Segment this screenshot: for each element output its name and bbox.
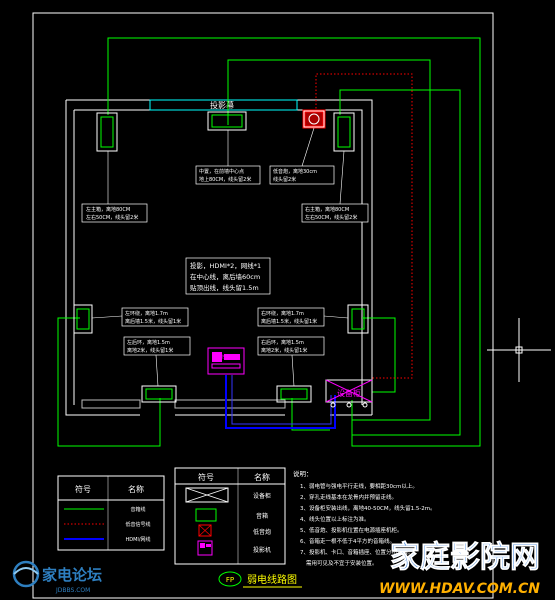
annotation-center: 中置，在前墙中心点 地上80CM，线头留2米 (195, 165, 261, 185)
legend-symbol-sub: 低音炮 (253, 528, 271, 536)
svg-text:5、低音炮、投影机位置在电源插座机柜。: 5、低音炮、投影机位置在电源插座机柜。 (300, 526, 403, 534)
speaker-surround-right (347, 304, 369, 334)
watermark-right-brand: 家庭影院网 (390, 540, 540, 575)
svg-text:投影，HDMI*2，网线*1: 投影，HDMI*2，网线*1 (190, 261, 261, 270)
drawing-title: FP 弱电线路图 (218, 571, 302, 588)
annotation-front-right: 右主箱，离地80CM 左右50CM，线头留2米 (301, 203, 369, 223)
svg-text:离地2米，线头留1米: 离地2米，线头留1米 (261, 347, 307, 354)
hdmi-network-cable (225, 375, 336, 429)
leader-lines (91, 127, 349, 387)
projector-box-label: 投影机 (222, 353, 234, 359)
legend-line-sub: 低音信号线 (125, 521, 150, 528)
legend-lines: 符号 名称 音箱线 低音信号线 HDMI/网线 (57, 475, 165, 551)
svg-text:左环绕，离地1.7m: 左环绕，离地1.7m (125, 310, 168, 317)
svg-text:离地2米，线头留1米: 离地2米，线头留1米 (127, 347, 173, 354)
svg-text:名称: 名称 (128, 484, 144, 494)
annotation-projector: 投影，HDMI*2，网线*1 在中心线，离后墙60cm 贴顶出线，线头留1.5m (185, 257, 271, 295)
drawing-frame (32, 12, 494, 599)
annotation-subwoofer: 低音炮，离地30cm 线头留2米 (269, 165, 335, 185)
room-walls (65, 99, 373, 416)
speaker-surround-left (73, 304, 93, 334)
svg-text:3、设备柜安装出线，离地40-50CM，线头留1.5-2m。: 3、设备柜安装出线，离地40-50CM，线头留1.5-2m。 (300, 504, 436, 512)
speaker-front-right (333, 112, 355, 152)
watermark-left: 家电论坛 JDBBS.COM (12, 560, 102, 594)
screen-label: 投影幕 (210, 100, 234, 110)
equipment-rack-label: 设备柜 (337, 388, 361, 398)
annotation-surround-left: 左环绕，离地1.7m 离后墙1.5米，线头留1米 (121, 307, 189, 327)
speaker-center (207, 111, 247, 131)
svg-text:右后环，离地1.5m: 右后环，离地1.5m (261, 339, 304, 346)
legend-symbol-rack: 设备柜 (253, 492, 271, 500)
svg-text:低音炮，离地30cm: 低音炮，离地30cm (273, 168, 317, 175)
svg-text:右环绕，离地1.7m: 右环绕，离地1.7m (261, 310, 304, 317)
svg-text:左后环，离地1.5m: 左后环，离地1.5m (127, 339, 170, 346)
title-tag: FP (226, 576, 234, 584)
watermark-right: 家庭影院网 WWW.HDAV.COM.CN (379, 540, 540, 597)
watermark-left-url: JDBBS.COM (55, 587, 90, 594)
annotation-front-left: 左主箱，离地80CM 左右50CM，线头留2米 (81, 203, 148, 223)
watermark-left-brand: 家电论坛 (42, 566, 102, 584)
hdmi-network-cable-secondary (231, 375, 332, 425)
watermark-right-url: WWW.HDAV.COM.CN (379, 581, 540, 597)
svg-text:左右50CM，线头留2米: 左右50CM，线头留2米 (305, 214, 357, 221)
projector-icon (207, 347, 245, 375)
svg-text:说明：: 说明： (293, 469, 313, 478)
svg-text:符号: 符号 (75, 484, 91, 494)
annotation-back-right: 右后环，离地1.5m 离地2米，线头留1米 (257, 336, 325, 356)
legend-symbol-speaker: 音箱 (256, 512, 268, 520)
svg-text:贴顶出线，线头留1.5m: 贴顶出线，线头留1.5m (190, 283, 259, 292)
speaker-front-left (96, 112, 118, 152)
projection-screen (149, 99, 298, 111)
svg-text:中置，在前墙中心点: 中置，在前墙中心点 (199, 168, 244, 175)
svg-text:左主箱，离地80CM: 左主箱，离地80CM (86, 206, 130, 213)
legend-symbol-projector: 投影机 (253, 546, 271, 554)
notes: 说明： 1、弱电管与强电平行走线，要相距30cm以上。 2、穿孔走线基本在龙骨内… (293, 469, 436, 567)
speaker-cables (57, 37, 481, 447)
svg-text:离后墙1.5米，线头留1米: 离后墙1.5米，线头留1米 (261, 318, 317, 325)
legend-symbols: 符号 名称 设备柜 音箱 低音炮 投影机 (174, 467, 286, 565)
svg-text:7、投影机、卡口、音箱插座、位置分布走线。: 7、投影机、卡口、音箱插座、位置分布走线。 (300, 548, 414, 556)
legend-line-hdmi: HDMI/网线 (125, 536, 150, 543)
annotation-surround-right: 右环绕，离地1.7m 离后墙1.5米，线头留1米 (257, 307, 325, 327)
annotation-back-left: 左后环，离地1.5m 离地2米，线头留1米 (123, 336, 191, 356)
svg-text:名称: 名称 (254, 472, 270, 482)
page-title: 弱电线路图 (247, 573, 297, 586)
svg-text:右主箱，离地80CM: 右主箱，离地80CM (305, 206, 349, 213)
crosshair-cursor-icon (487, 318, 551, 382)
svg-text:符号: 符号 (198, 472, 214, 482)
svg-text:4、线头位置以上标注为准。: 4、线头位置以上标注为准。 (300, 515, 370, 523)
subwoofer-signal-line (315, 73, 413, 379)
svg-text:地上80CM，线头留2米: 地上80CM，线头留2米 (199, 176, 251, 183)
equipment-rack-icon (325, 379, 373, 408)
svg-text:在中心线，离后墙60cm: 在中心线，离后墙60cm (190, 272, 260, 281)
svg-text:2、穿孔走线基本在龙骨内并预留走线。: 2、穿孔走线基本在龙骨内并预留走线。 (300, 493, 397, 501)
subwoofer-icon (302, 109, 326, 129)
svg-text:需用可见及不宜于安装位置。: 需用可见及不宜于安装位置。 (306, 559, 378, 567)
svg-text:离后墙1.5米，线头留1米: 离后墙1.5米，线头留1米 (125, 318, 181, 325)
svg-text:6、音箱走一根不低于4平方的音箱线。: 6、音箱走一根不低于4平方的音箱线。 (300, 537, 395, 545)
speaker-back-left (141, 385, 177, 403)
svg-text:线头留2米: 线头留2米 (273, 176, 296, 183)
legend-line-speaker: 音箱线 (130, 506, 145, 513)
svg-text:左右50CM，线头留2米: 左右50CM，线头留2米 (86, 214, 138, 221)
svg-text:1、弱电管与强电平行走线，要相距30cm以上。: 1、弱电管与强电平行走线，要相距30cm以上。 (300, 482, 418, 490)
